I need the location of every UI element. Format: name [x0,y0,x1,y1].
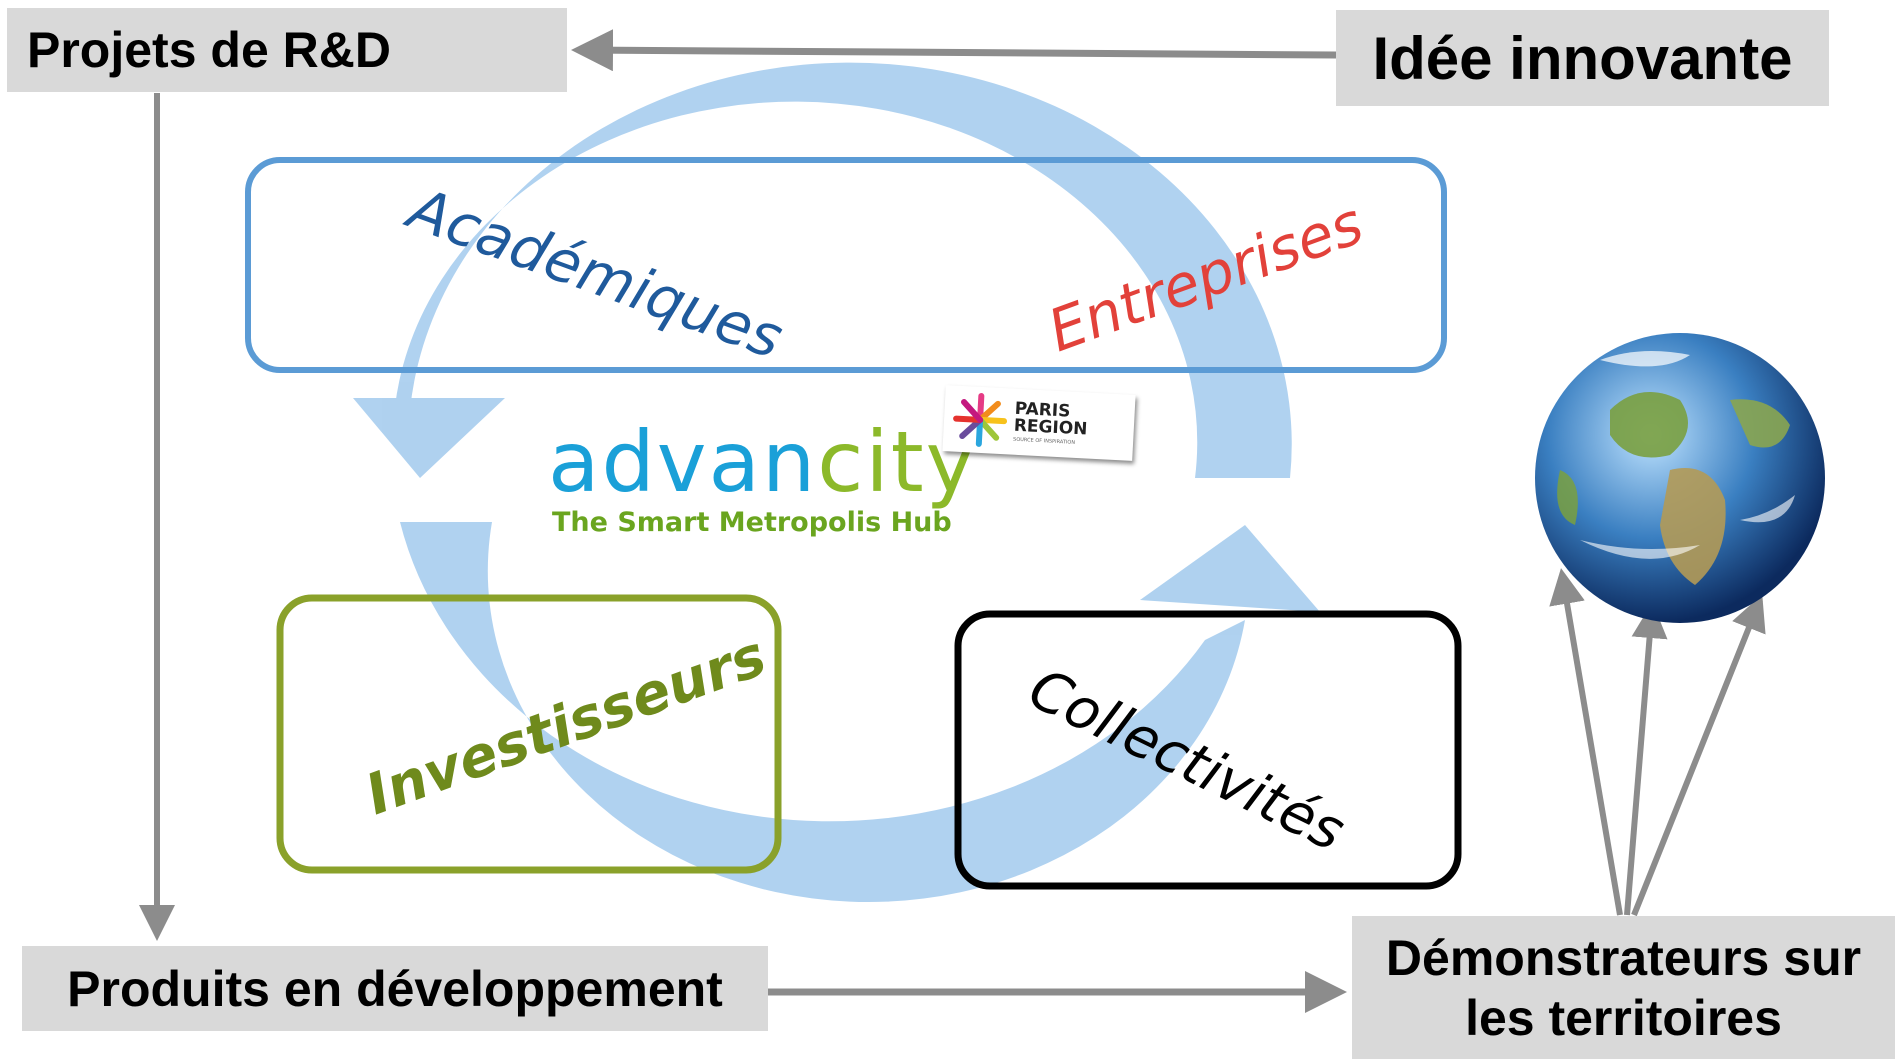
communities-box [954,610,1462,890]
arrow-demo-to-globe-right [1631,594,1766,917]
globe-icon [1535,333,1825,623]
academics-companies-box [245,157,1447,373]
cycle-arrowhead-left [353,398,505,478]
paris-region-text: PARIS REGION [1013,399,1088,440]
advancity-logo-part1: advan [548,413,818,511]
cycle-arrowhead-right [1140,525,1320,612]
demonstrators-box: Démonstrateurs sur les territoires [1352,916,1895,1059]
products-box: Produits en développement [22,946,768,1031]
innovative-idea-box: Idée innovante [1336,10,1829,106]
arrow-demo-to-globe-middle [1624,602,1668,916]
advancity-logo: advancity [548,420,977,504]
products-label: Produits en développement [67,960,723,1017]
demonstrators-label-line2: les territoires [1465,989,1782,1046]
investors-box [276,594,782,874]
academics-label: Académiques [396,173,791,372]
cycle-arrows [353,62,1320,903]
arrow-idea-to-rd [571,29,1337,72]
arrow-demo-to-globe-left [1549,568,1623,916]
cycle-arrow-top [395,62,1292,478]
investors-label: Investisseurs [358,623,775,828]
innovative-idea-label: Idée innovante [1372,24,1793,92]
paris-region-line2: REGION [1013,415,1088,440]
cycle-arrow-bottom [400,522,1245,903]
paris-region-star-icon [953,392,1008,447]
rd-projects-box: Projets de R&D [7,8,567,92]
advancity-tagline: The Smart Metropolis Hub [552,507,952,538]
demonstrators-label-line1: Démonstrateurs sur [1385,929,1862,986]
paris-region-badge: PARIS REGION SOURCE OF INSPIRATION [942,385,1136,461]
rd-projects-label: Projets de R&D [27,22,391,78]
